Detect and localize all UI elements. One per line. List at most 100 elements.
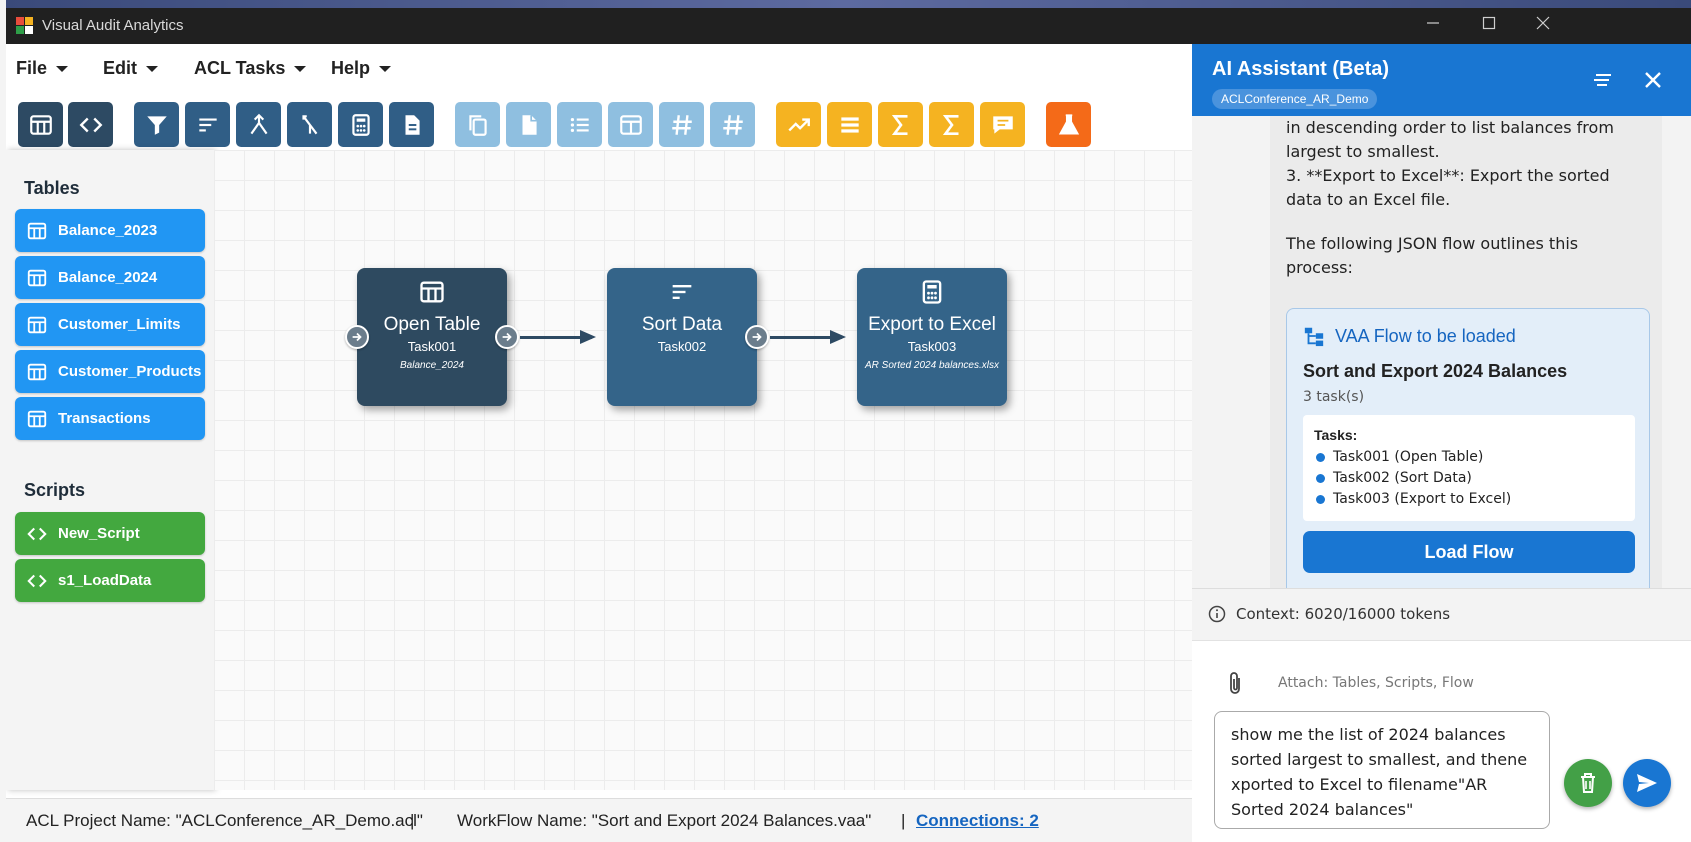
minimize-button[interactable] [1405,8,1461,44]
flow-connection[interactable] [520,330,596,344]
table-icon [29,114,52,135]
join-button[interactable] [236,102,281,147]
flask-icon [1058,113,1079,135]
list-item: Task002 (Sort Data) [1316,470,1472,486]
load-flow-button[interactable]: Load Flow [1303,531,1635,573]
comment-icon [992,115,1013,134]
clear-list-icon [1594,74,1611,86]
project-chip: ACLConference_AR_Demo [1212,89,1378,109]
menu-help-label: Help [331,58,371,78]
sidebar-item-customer-products[interactable]: Customer_Products [15,350,205,393]
sort-icon [672,285,692,299]
hash-icon [671,114,692,135]
stack-button[interactable] [827,102,872,147]
flow-node-sort-data[interactable]: Sort Data Task002 [607,268,757,406]
copy-button[interactable] [455,102,500,147]
summarize-button[interactable] [878,102,923,147]
workflow-name: WorkFlow Name: "Sort and Export 2024 Bal… [457,811,872,830]
lab-button[interactable] [1046,102,1091,147]
flow-card-heading: VAA Flow to be loaded [1303,325,1516,347]
number-button[interactable] [710,102,755,147]
menu-file[interactable]: File [16,58,69,79]
clear-chat-button[interactable] [1589,66,1617,94]
filter-button[interactable] [134,102,179,147]
node-task-id: Task002 [657,339,707,354]
connections-link[interactable]: Connections: 2 [916,811,1039,830]
node-subtitle: AR Sorted 2024 balances.xlsx [865,360,999,371]
table-view-button[interactable] [608,102,653,147]
chat-history[interactable]: in descending order to list balances fro… [1192,116,1691,588]
sidebar-item-balance-2024[interactable]: Balance_2024 [15,256,205,299]
ai-title: AI Assistant (Beta) [1212,58,1390,80]
script-button[interactable] [68,102,113,147]
hash-icon [722,114,743,135]
document-button[interactable] [389,102,434,147]
close-icon [1645,72,1661,88]
app-window: Visual Audit Analytics File Edit ACL Tas… [6,8,1691,842]
chat-input-area: Attach: Tables, Scripts, Flow show me th… [1192,640,1691,842]
export-button[interactable] [338,102,383,147]
sidebar-item-label: Customer_Limits [58,316,181,333]
flow-node-open-table[interactable]: Open Table Task001 Balance_2024 [357,268,507,406]
attach-placeholder[interactable]: Attach: Tables, Scripts, Flow [1278,675,1474,691]
app-logo-icon [16,17,34,35]
count-button[interactable] [659,102,704,147]
trend-button[interactable] [776,102,821,147]
copy-icon [468,114,487,136]
workflow-canvas[interactable]: Open Table Task001 Balance_2024 Sort Dat… [214,150,1192,790]
output-port[interactable] [495,325,519,349]
total-button[interactable] [929,102,974,147]
filter-icon [146,115,167,135]
table-icon [27,269,47,286]
ai-header: AI Assistant (Beta) ACLConference_AR_Dem… [1192,44,1691,116]
sidebar-item-s1-loaddata[interactable]: s1_LoadData [15,559,205,602]
merge-button[interactable] [287,102,332,147]
list-icon [570,117,589,132]
menu-edit-label: Edit [103,58,137,78]
close-assistant-button[interactable] [1639,66,1667,94]
menu-help[interactable]: Help [331,58,392,79]
message-text: in descending order to list balances fro… [1286,118,1614,161]
sidebar-item-balance-2023[interactable]: Balance_2023 [15,209,205,252]
window-title: Visual Audit Analytics [42,17,184,34]
node-task-id: Task001 [407,339,457,354]
tasks-label: Tasks: [1314,427,1358,443]
list-button[interactable] [557,102,602,147]
send-button[interactable] [1623,759,1671,807]
open-table-button[interactable] [18,102,63,147]
task-count: 3 task(s) [1303,389,1365,405]
comment-button[interactable] [980,102,1025,147]
join-icon [250,113,267,134]
sidebar-item-new-script[interactable]: New_Script [15,512,205,555]
node-title: Export to Excel [868,314,996,335]
menu-acl-tasks[interactable]: ACL Tasks [194,58,307,79]
close-window-button[interactable] [1515,8,1571,44]
trash-icon [1581,773,1595,793]
status-bar: ACL Project Name: "ACLConference_AR_Demo… [6,798,1192,842]
list-item: Task003 (Export to Excel) [1315,491,1512,507]
context-bar: Context: 6020/16000 tokens [1192,588,1691,640]
clear-input-button[interactable] [1564,759,1612,807]
flow-node-export-excel[interactable]: Export to Excel Task003 AR Sorted 2024 b… [857,268,1007,406]
chevron-down-icon [294,66,307,73]
paperclip-icon[interactable] [1224,671,1246,697]
sidebar-item-transactions[interactable]: Transactions [15,397,205,440]
menu-edit[interactable]: Edit [103,58,158,79]
menu-acl-tasks-label: ACL Tasks [194,58,286,78]
input-port[interactable] [345,325,369,349]
sort-button[interactable] [185,102,230,147]
message-text: The following JSON flow outlines this pr… [1286,234,1579,277]
merge-icon [301,114,317,134]
output-port[interactable] [745,325,769,349]
message-input[interactable]: show me the list of 2024 balances sorted… [1214,711,1550,829]
task-list: Tasks: Task001 (Open Table) Task002 (Sor… [1303,415,1635,521]
maximize-button[interactable] [1461,8,1517,44]
sidebar-item-customer-limits[interactable]: Customer_Limits [15,303,205,346]
file-button[interactable] [506,102,551,147]
sidebar-item-label: s1_LoadData [58,572,152,589]
flow-connection[interactable] [770,330,846,344]
chevron-down-icon [379,66,392,73]
arrow-right-icon [352,332,362,342]
menu-file-label: File [16,58,48,78]
code-icon [27,527,47,540]
